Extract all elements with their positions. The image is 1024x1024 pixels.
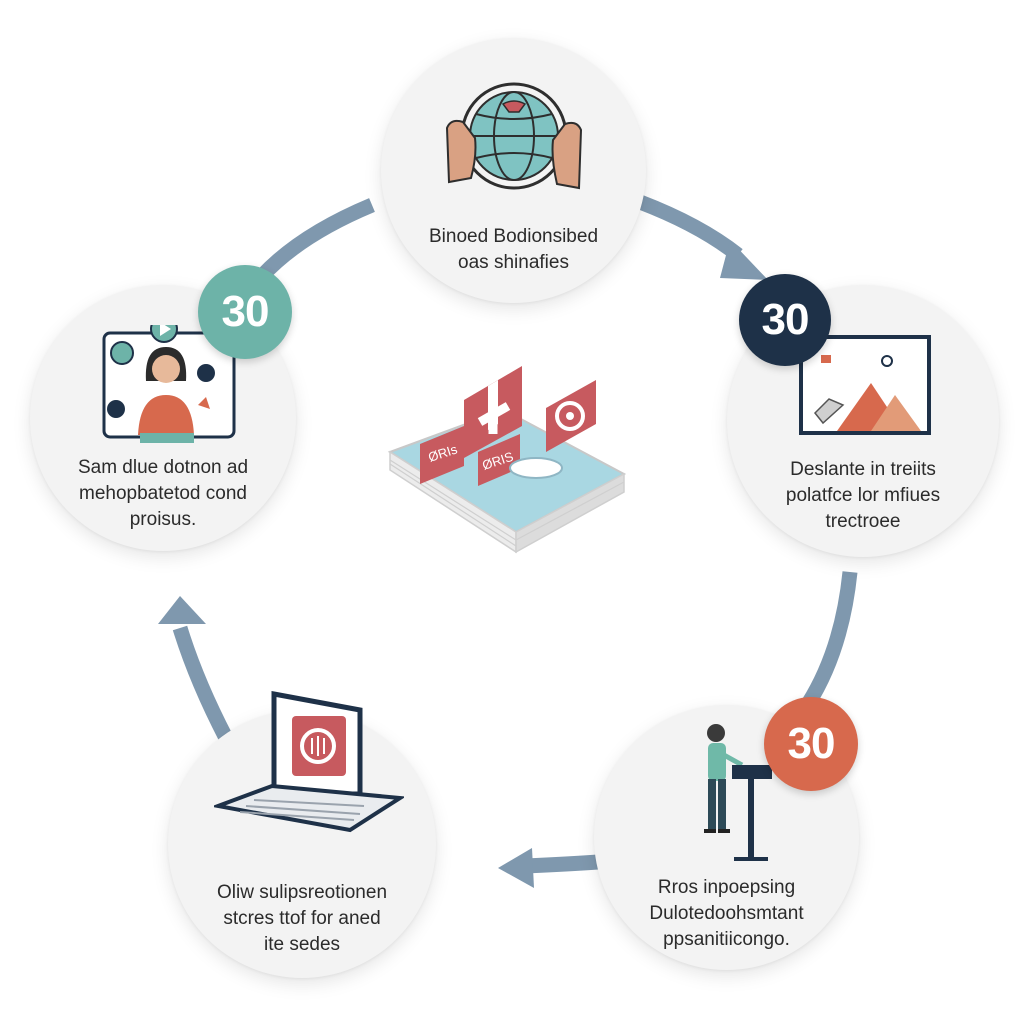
node-bottom-right-line-1: Rros inpoepsing	[657, 877, 796, 898]
node-left-line-1: Sam dlue dotnon ad	[77, 457, 249, 478]
node-bottom-left-line-3: ite sedes	[263, 934, 341, 955]
node-bottom-left-line-2: stcres ttof for aned	[223, 908, 381, 929]
arrow-left-to-top	[256, 198, 375, 282]
node-bottom-right-line-3: ppsanitiicongo.	[663, 929, 790, 950]
laptop-icon	[214, 690, 404, 833]
medical-documents-icon: ØRIs ØRIS	[387, 366, 627, 554]
video-call-icon	[102, 325, 236, 443]
arrowhead-left	[158, 596, 206, 624]
landscape-screen-icon	[799, 335, 931, 435]
node-bottom-left-line-1: Oliw sulipsreotionen	[216, 882, 388, 903]
node-top-line-1: Binoed Bodionsibed	[428, 226, 599, 247]
arrow-bottom-left-to-left	[172, 625, 233, 742]
node-right-line-2: polatfce lor mfiues	[785, 485, 941, 506]
arrow-right-to-bottom-right	[801, 571, 858, 708]
node-bottom-left: Oliw sulipsreotionen stcres ttof for ane…	[168, 690, 436, 978]
node-top: Binoed Bodionsibed oas shinafies	[381, 38, 646, 303]
node-bottom-right-line-2: Dulotedoohsmtant	[649, 903, 804, 924]
badge-right: 30	[739, 274, 831, 366]
arrowhead-top-right	[720, 240, 768, 280]
node-left-line-3: proisus.	[129, 509, 197, 530]
arrowhead-bottom-left	[498, 848, 534, 888]
node-right: Deslante in treiits polatfce lor mfiues …	[727, 285, 999, 557]
arrow-top-to-right	[637, 194, 743, 261]
node-bottom-right: Rros inpoepsing Dulotedoohsmtant ppsanit…	[594, 705, 859, 970]
node-right-line-1: Deslante in treiits	[790, 459, 936, 480]
node-right-line-3: trectroee	[825, 511, 901, 532]
node-top-line-2: oas shinafies	[458, 252, 569, 273]
globe-hands-icon	[445, 82, 583, 190]
node-left-line-2: mehopbatetod cond	[79, 483, 247, 504]
badge-bottom-right: 30	[764, 697, 858, 791]
badge-left: 30	[198, 265, 292, 359]
speaker-podium-icon	[704, 724, 772, 861]
arrow-bottom-right-to-bottom-left	[524, 854, 599, 874]
